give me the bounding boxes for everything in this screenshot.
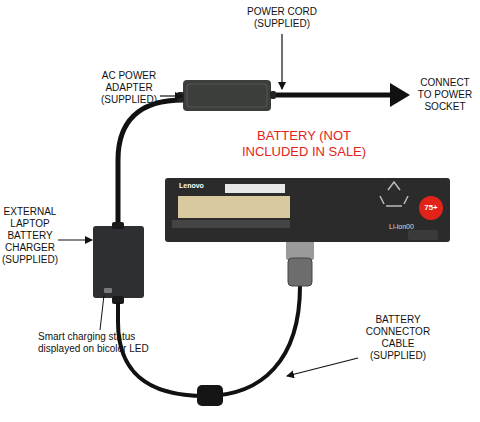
battery-charger <box>93 226 144 298</box>
callout-label: EXTERNAL LAPTOP BATTERY CHARGER (SUPPLIE… <box>1 206 59 266</box>
power-cord <box>271 93 394 98</box>
callout-note: Smart charging status displayed on bicol… <box>38 331 162 355</box>
cord-arrowhead <box>390 83 410 107</box>
leader-arrow <box>160 95 182 96</box>
ac-adapter <box>183 80 271 111</box>
strain-relief <box>112 222 124 229</box>
adapter-edge <box>187 84 267 107</box>
ferrite-bead <box>197 385 223 406</box>
rating-badge: 75+ <box>419 196 443 220</box>
leader-arrow <box>287 358 358 376</box>
connector-cable <box>118 286 300 396</box>
connector-plug <box>288 258 312 286</box>
strain-relief <box>270 91 276 99</box>
battery-heading: BATTERY (NOT INCLUDED IN SALE) <box>196 128 412 160</box>
leader-arrow <box>281 34 282 89</box>
led <box>104 288 112 293</box>
callout-label: POWER CORD (SUPPLIED) <box>242 6 322 30</box>
node-text: Li-ion00 <box>389 222 414 231</box>
leader-arrow <box>58 239 92 240</box>
callout-label: AC POWER ADAPTER (SUPPLIED) <box>98 70 160 106</box>
strain-relief <box>177 92 184 102</box>
battery-pack: LenovoLi-ion00 75+ <box>165 178 450 242</box>
callout-label: BATTERY CONNECTOR CABLE (SUPPLIED) <box>358 314 438 362</box>
callout-label: CONNECT TO POWER SOCKET <box>414 77 476 113</box>
battery-connector <box>286 240 314 260</box>
node-text: Lenovo <box>179 181 204 190</box>
node-text: 75+ <box>419 203 443 213</box>
leader-line <box>100 295 104 330</box>
